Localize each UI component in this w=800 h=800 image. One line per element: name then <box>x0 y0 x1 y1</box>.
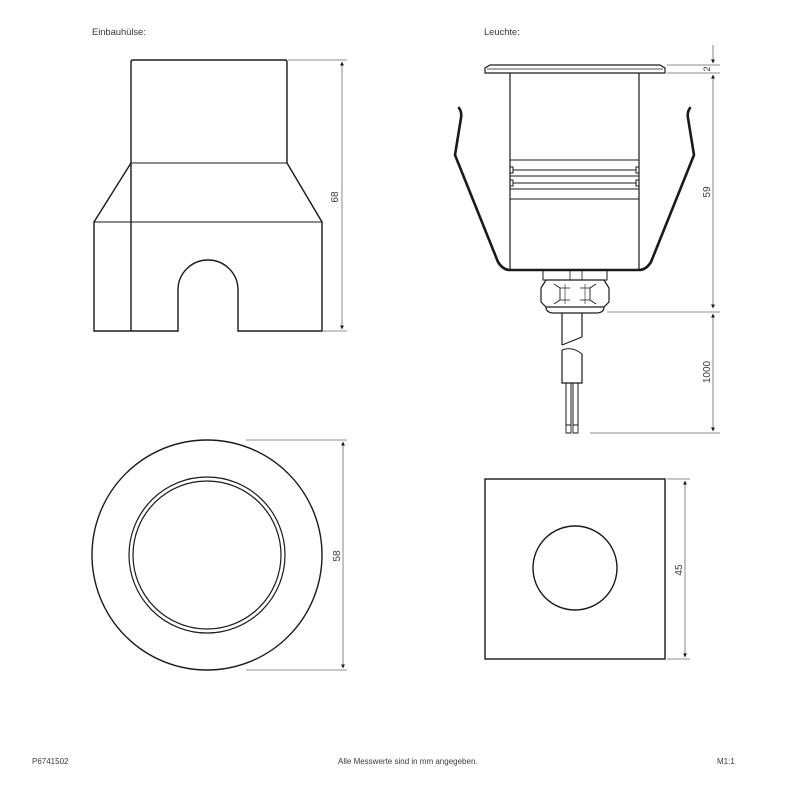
luminaire-dimensions <box>590 45 720 434</box>
luminaire-height-value: 59 <box>702 186 713 198</box>
flange-thickness-value: 2 <box>702 66 712 71</box>
cover-width-value: 45 <box>674 564 685 576</box>
body-grooves <box>510 159 639 200</box>
luminaire-top-view <box>484 478 666 660</box>
cover-width-dimension <box>667 478 690 660</box>
luminaire-view-label: Leuchte: <box>484 27 520 38</box>
sleeve-diameter-value: 58 <box>332 550 343 562</box>
sleeve-view-label: Einbauhülse: <box>92 27 146 38</box>
sleeve-top-view <box>91 439 323 671</box>
measurement-note: Alle Messwerte sind in mm angegeben. <box>338 757 478 766</box>
sleeve-height-value: 68 <box>330 191 341 203</box>
sleeve-height-dimension <box>288 59 347 332</box>
scale-label: M1:1 <box>717 757 735 766</box>
article-number: P6741502 <box>32 757 69 766</box>
sleeve-side-view <box>93 59 323 332</box>
sleeve-diameter-dimension <box>246 439 347 671</box>
cable-length-value: 1000 <box>702 360 713 383</box>
luminaire-side-view <box>453 64 696 434</box>
